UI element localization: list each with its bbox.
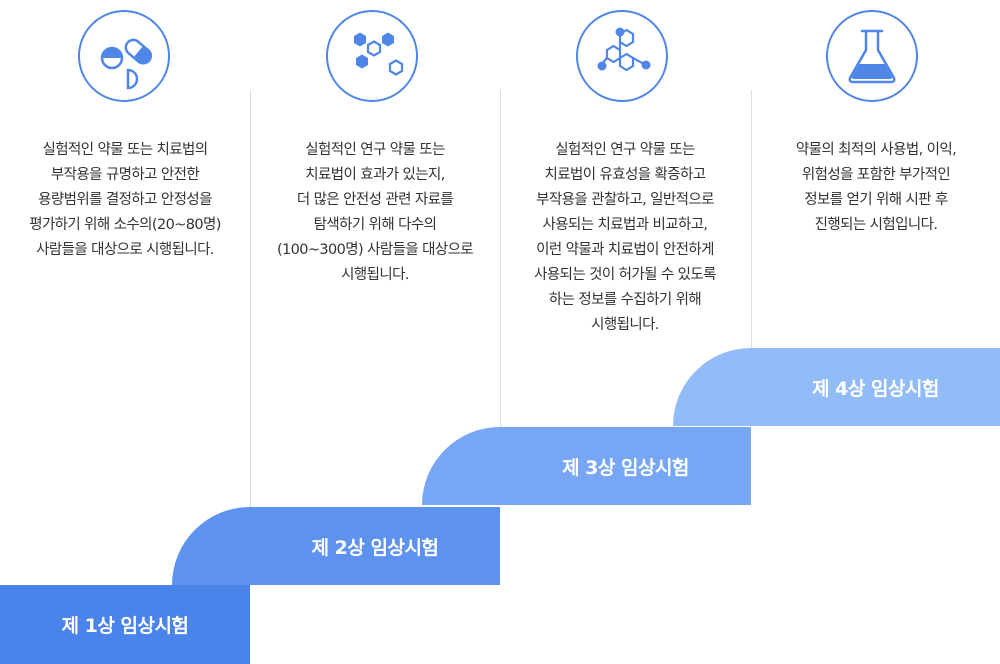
desc-line: 위험성을 포함한 부가적인 xyxy=(801,167,951,183)
desc-line: 평가하기 위해 소수의(20~80명) xyxy=(29,217,221,233)
phase-2-description: 실험적인 연구 약물 또는 치료법이 효과가 있는지, 더 많은 안전성 관련 … xyxy=(257,138,493,288)
phase-3-column: 실험적인 연구 약물 또는 치료법이 유효성을 확증하고 부작용을 관찰하고, … xyxy=(500,0,750,664)
phase-3-step: 제 3상 임상시험 xyxy=(500,427,751,505)
desc-line: 사용되는 것이 허가될 수 있도록 xyxy=(534,267,716,283)
desc-line: 사용되는 치료법과 비교하고, xyxy=(542,217,709,233)
phase-1-step: 제 1상 임상시험 xyxy=(0,585,250,664)
desc-line: 부작용을 관찰하고, 일반적으로 xyxy=(536,192,714,208)
column-divider xyxy=(751,90,752,350)
desc-line: 실험적인 연구 약물 또는 xyxy=(305,142,445,158)
desc-line: 이런 약물과 치료법이 안전하게 xyxy=(536,242,714,258)
desc-line: 진행되는 시험입니다. xyxy=(814,217,938,233)
molecule-icon xyxy=(576,10,668,102)
phase-1-description: 실험적인 약물 또는 치료법의 부작용을 규명하고 안전한 용량범위를 결정하고… xyxy=(7,138,243,263)
desc-line: 실험적인 연구 약물 또는 xyxy=(555,142,695,158)
pill-icon xyxy=(78,10,170,102)
column-divider xyxy=(500,90,501,430)
phase-1-title: 제 1상 임상시험 xyxy=(61,615,189,637)
desc-line: 치료법이 효과가 있는지, xyxy=(305,167,445,183)
phase-2-column: 실험적인 연구 약물 또는 치료법이 효과가 있는지, 더 많은 안전성 관련 … xyxy=(250,0,500,664)
desc-line: 시행됩니다. xyxy=(341,267,409,283)
phase-4-description: 약물의 최적의 사용법, 이익, 위험성을 포함한 부가적인 정보를 얻기 위해… xyxy=(758,138,994,238)
desc-line: 용량범위를 결정하고 안정성을 xyxy=(38,192,212,208)
desc-line: 정보를 얻기 위해 시판 후 xyxy=(804,192,948,208)
desc-line: 약물의 최적의 사용법, 이익, xyxy=(795,142,957,158)
desc-line: (100~300명) 사람들을 대상으로 xyxy=(276,242,474,258)
desc-line: 부작용을 규명하고 안전한 xyxy=(50,167,200,183)
desc-line: 사람들을 대상으로 시행됩니다. xyxy=(36,242,214,258)
phase-4-column: 약물의 최적의 사용법, 이익, 위험성을 포함한 부가적인 정보를 얻기 위해… xyxy=(751,0,1000,664)
phase-4-title: 제 4상 임상시험 xyxy=(812,377,939,400)
desc-line: 탐색하기 위해 다수의 xyxy=(313,217,437,233)
desc-line: 하는 정보를 수집하기 위해 xyxy=(548,292,702,308)
phase-2-step: 제 2상 임상시험 xyxy=(250,507,500,585)
hexagon-cluster-icon xyxy=(326,10,418,102)
desc-line: 치료법이 유효성을 확증하고 xyxy=(544,167,707,183)
desc-line: 시행됩니다. xyxy=(591,317,659,333)
phase-1-column: 실험적인 약물 또는 치료법의 부작용을 규명하고 안전한 용량범위를 결정하고… xyxy=(0,0,250,664)
phase-3-description: 실험적인 연구 약물 또는 치료법이 유효성을 확증하고 부작용을 관찰하고, … xyxy=(507,138,743,338)
phase-2-title: 제 2상 임상시험 xyxy=(311,536,439,559)
desc-line: 더 많은 안전성 관련 자료를 xyxy=(296,192,454,208)
desc-line: 실험적인 약물 또는 치료법의 xyxy=(42,142,209,158)
phase-4-step: 제 4상 임상시험 xyxy=(751,348,1000,426)
phase-3-title: 제 3상 임상시험 xyxy=(562,456,689,479)
flask-icon xyxy=(826,10,918,102)
column-divider xyxy=(250,90,251,520)
